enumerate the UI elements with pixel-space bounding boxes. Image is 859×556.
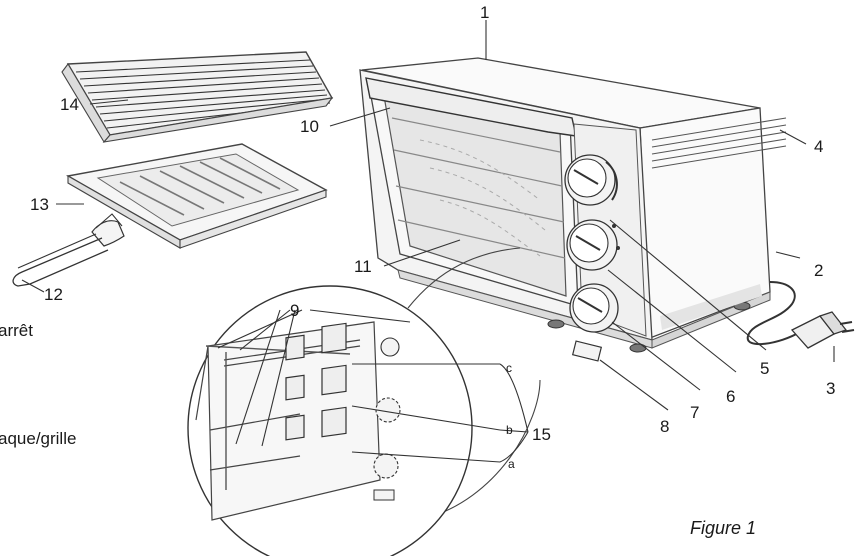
label-14: 14	[60, 95, 79, 114]
rack-position-bracket	[499, 363, 529, 463]
rack-position-a: a	[508, 457, 515, 471]
label-15: 15	[532, 425, 551, 444]
label-4: 4	[814, 137, 823, 156]
power-plug	[790, 311, 855, 349]
power-cord	[746, 281, 801, 346]
side-vents	[651, 117, 787, 169]
label-10: 10	[300, 117, 319, 136]
tray-handle-tong	[12, 213, 125, 287]
figure-caption: Figure 1	[690, 518, 756, 538]
label-6: 6	[726, 387, 735, 406]
cutoff-text-plaque-grille: aque/grille	[0, 429, 76, 448]
oven-door	[365, 77, 579, 307]
label-13: 13	[30, 195, 49, 214]
detail-zoom-circle	[187, 247, 541, 556]
cutoff-text-arret: arrêt	[0, 321, 33, 340]
rack-position-b: b	[506, 423, 513, 437]
baking-tray	[65, 143, 328, 249]
label-7: 7	[690, 403, 699, 422]
rack-position-c: c	[506, 361, 512, 375]
wire-rack	[61, 51, 334, 143]
label-9: 9	[290, 301, 299, 320]
timer-knob	[569, 283, 619, 333]
power-indicator-light	[571, 340, 603, 362]
label-1: 1	[480, 3, 489, 22]
label-11: 11	[354, 257, 372, 276]
function-knob	[566, 219, 620, 271]
label-2: 2	[814, 261, 823, 280]
label-3: 3	[826, 379, 835, 398]
label-12: 12	[44, 285, 63, 304]
leader-lines	[21, 20, 835, 447]
label-8: 8	[660, 417, 669, 436]
temperature-knob	[564, 154, 618, 206]
label-5: 5	[760, 359, 769, 378]
